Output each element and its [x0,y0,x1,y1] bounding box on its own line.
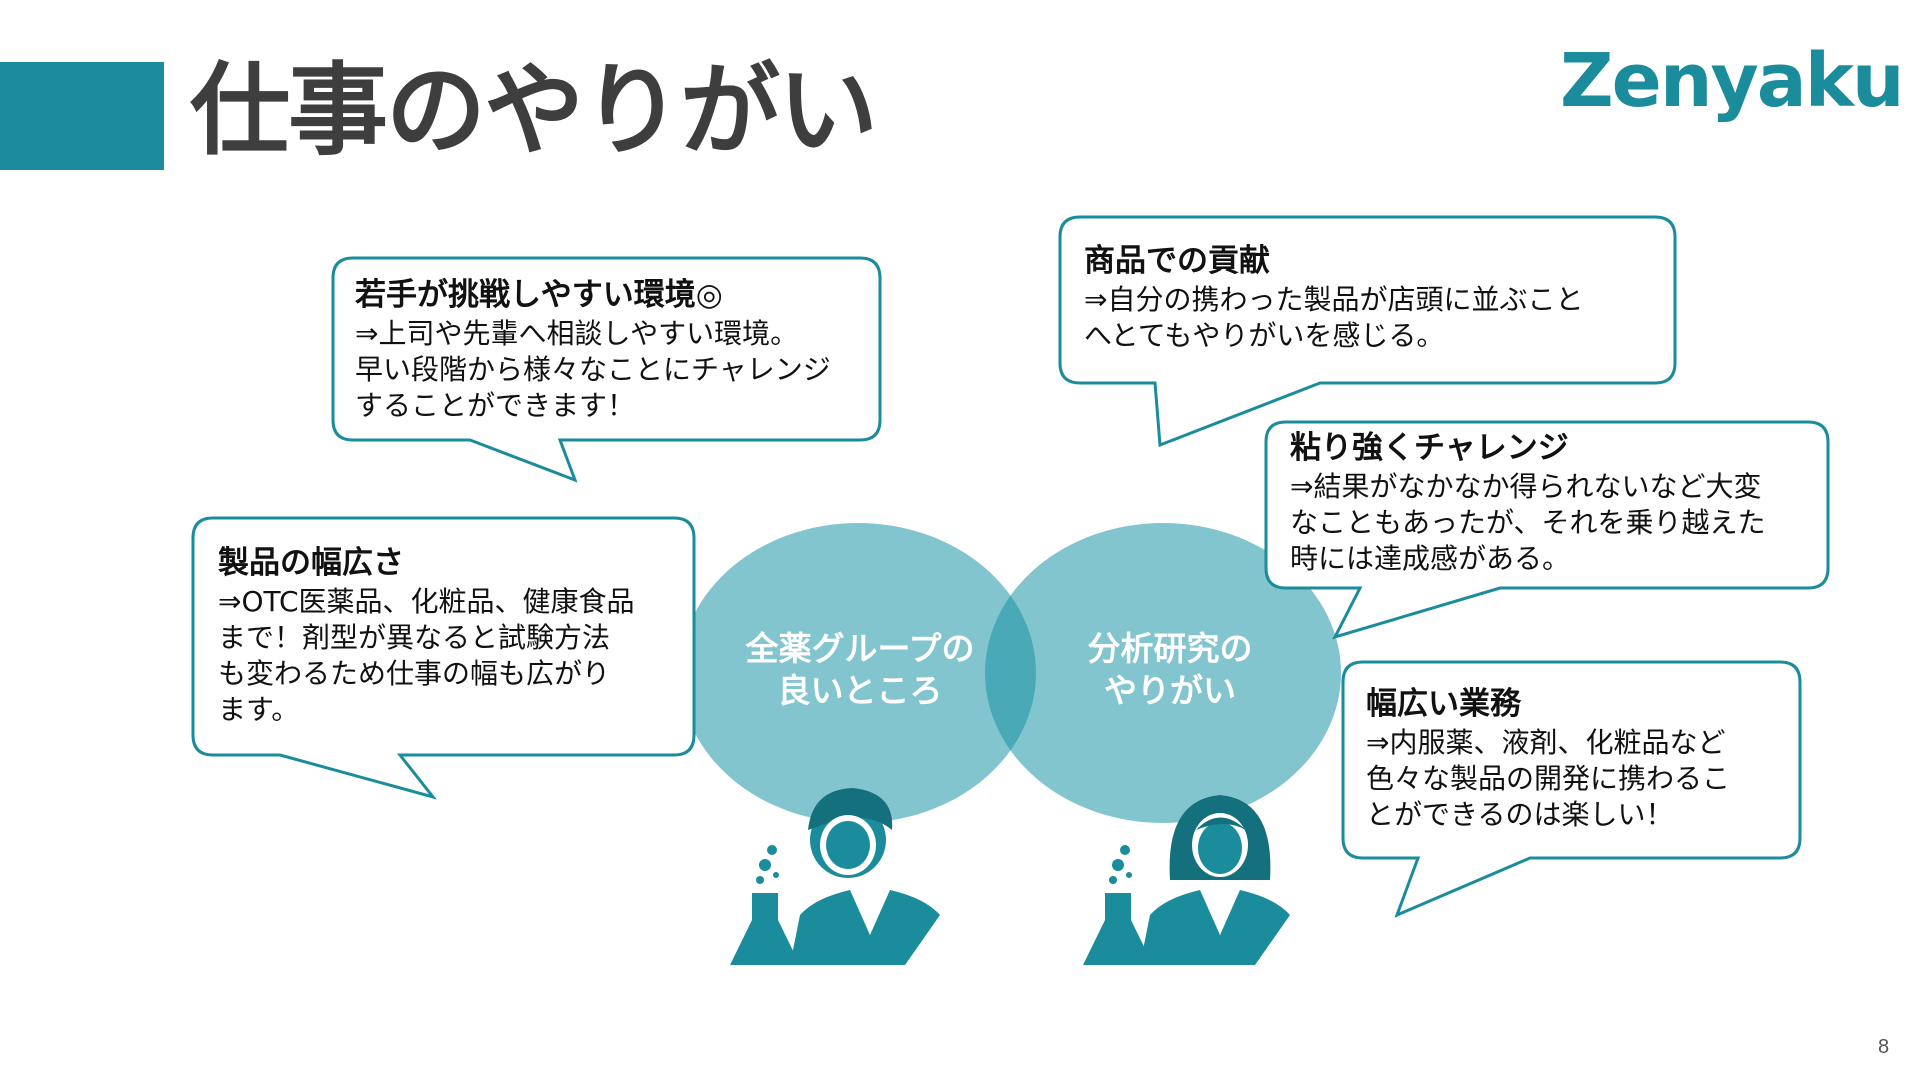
bubble-heading: 製品の幅広さ [218,545,404,581]
bubble-body: ⇒結果がなかなか得られないなど大変 なこともあったが、それを乗り越えた 時には達… [1290,470,1766,575]
bubble-body: ⇒自分の携わった製品が店頭に並ぶこと へとてもやりがいを感じる。 [1084,283,1584,352]
bubble-product-contribution [1058,215,1677,448]
right-circle [985,523,1341,823]
bubble-young-environment-text: 若手が挑戦しやすい環境◎ ⇒上司や先輩へ相談しやすい環境。 早い段階から様々なこ… [355,274,831,424]
title-accent-bar [0,62,164,170]
bubble-young-environment [331,256,882,483]
bubble-heading: 幅広い業務 [1366,686,1521,722]
left-circle-label: 全薬グループの 良いところ [745,629,975,710]
bubble-broad-work [1341,660,1802,918]
bubble-broad-work-text: 幅広い業務 ⇒内服薬、液剤、化粧品など 色々な製品の開発に携わるこ とができるの… [1366,683,1730,833]
page-title: 仕事のやりがい [190,52,878,169]
bubble-body: ⇒OTC医薬品、化粧品、健康食品 まで！剤型が異なると試験方法 も変わるため仕事… [218,585,635,726]
bubble-heading: 商品での貢献 [1084,243,1270,279]
male-scientist-icon [730,788,940,965]
bubble-product-range [191,516,696,800]
bubble-product-range-text: 製品の幅広さ ⇒OTC医薬品、化粧品、健康食品 まで！剤型が異なると試験方法 も… [218,542,635,728]
right-circle-label: 分析研究の やりがい [1087,629,1253,710]
left-circle [680,523,1036,823]
bubble-heading: 粘り強くチャレンジ [1290,430,1569,466]
bubble-persistent-challenge-text: 粘り強くチャレンジ ⇒結果がなかなか得られないなど大変 なこともあったが、それを… [1290,427,1765,577]
page-number: 8 [1878,1036,1890,1058]
bubble-product-contribution-text: 商品での貢献 ⇒自分の携わった製品が店頭に並ぶこと へとてもやりがいを感じる。 [1084,240,1583,354]
zenyaku-logo: Zenyaku [1560,38,1905,124]
bubble-body: ⇒内服薬、液剤、化粧品など 色々な製品の開発に携わるこ とができるのは楽しい！ [1366,726,1731,831]
bubble-heading: 若手が挑戦しやすい環境◎ [355,277,723,313]
bubble-persistent-challenge [1264,420,1830,640]
female-scientist-icon [1083,795,1290,965]
bubble-body: ⇒上司や先輩へ相談しやすい環境。 早い段階から様々なことにチャレンジ することが… [355,317,831,422]
